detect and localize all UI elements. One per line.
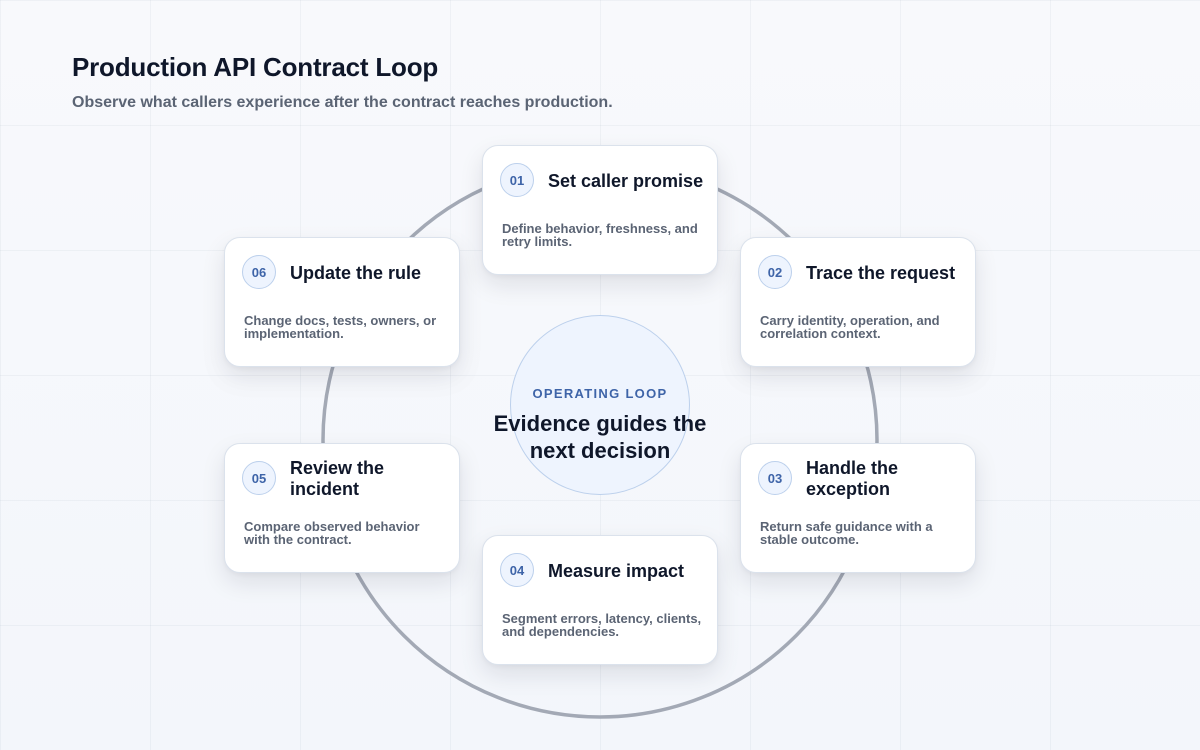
step-number-badge: 04 [500,553,534,587]
step-number-badge: 05 [242,461,276,495]
step-description: Compare observed behavior with the contr… [244,519,420,547]
operating-loop-center: OPERATING LOOP Evidence guides the next … [494,315,706,495]
step-card-handle-the-exception[interactable]: 03 Handle the exception Return safe guid… [740,443,976,573]
step-number-badge: 06 [242,255,276,289]
step-card-measure-impact[interactable]: 04 Measure impact Segment errors, latenc… [482,535,718,665]
center-label: OPERATING LOOP [532,386,668,401]
step-title: Handle the exception [806,458,899,499]
step-title: Update the rule [290,262,422,283]
step-title: Review the incident [290,458,385,499]
step-title: Measure impact [548,560,685,581]
step-description: Carry identity, operation, and correlati… [760,313,940,341]
page-title: Production API Contract Loop [72,52,439,82]
step-number-badge: 02 [758,255,792,289]
step-title: Set caller promise [548,170,704,191]
step-card-review-the-incident[interactable]: 05 Review the incident Compare observed … [224,443,460,573]
step-card-update-the-rule[interactable]: 06 Update the rule Change docs, tests, o… [224,237,460,367]
step-card-set-caller-promise[interactable]: 01 Set caller promise Define behavior, f… [482,145,718,275]
step-number-badge: 01 [500,163,534,197]
step-description: Return safe guidance with a stable outco… [760,519,933,547]
step-title: Trace the request [806,262,956,283]
center-text: Evidence guides the next decision [493,411,707,463]
step-number-badge: 03 [758,461,792,495]
step-description: Segment errors, latency, clients, and de… [502,611,702,639]
page-subtitle: Observe what callers experience after th… [72,94,613,111]
step-description: Define behavior, freshness, and retry li… [502,221,698,249]
step-card-trace-the-request[interactable]: 02 Trace the request Carry identity, ope… [740,237,976,367]
step-description: Change docs, tests, owners, or implement… [244,313,437,341]
